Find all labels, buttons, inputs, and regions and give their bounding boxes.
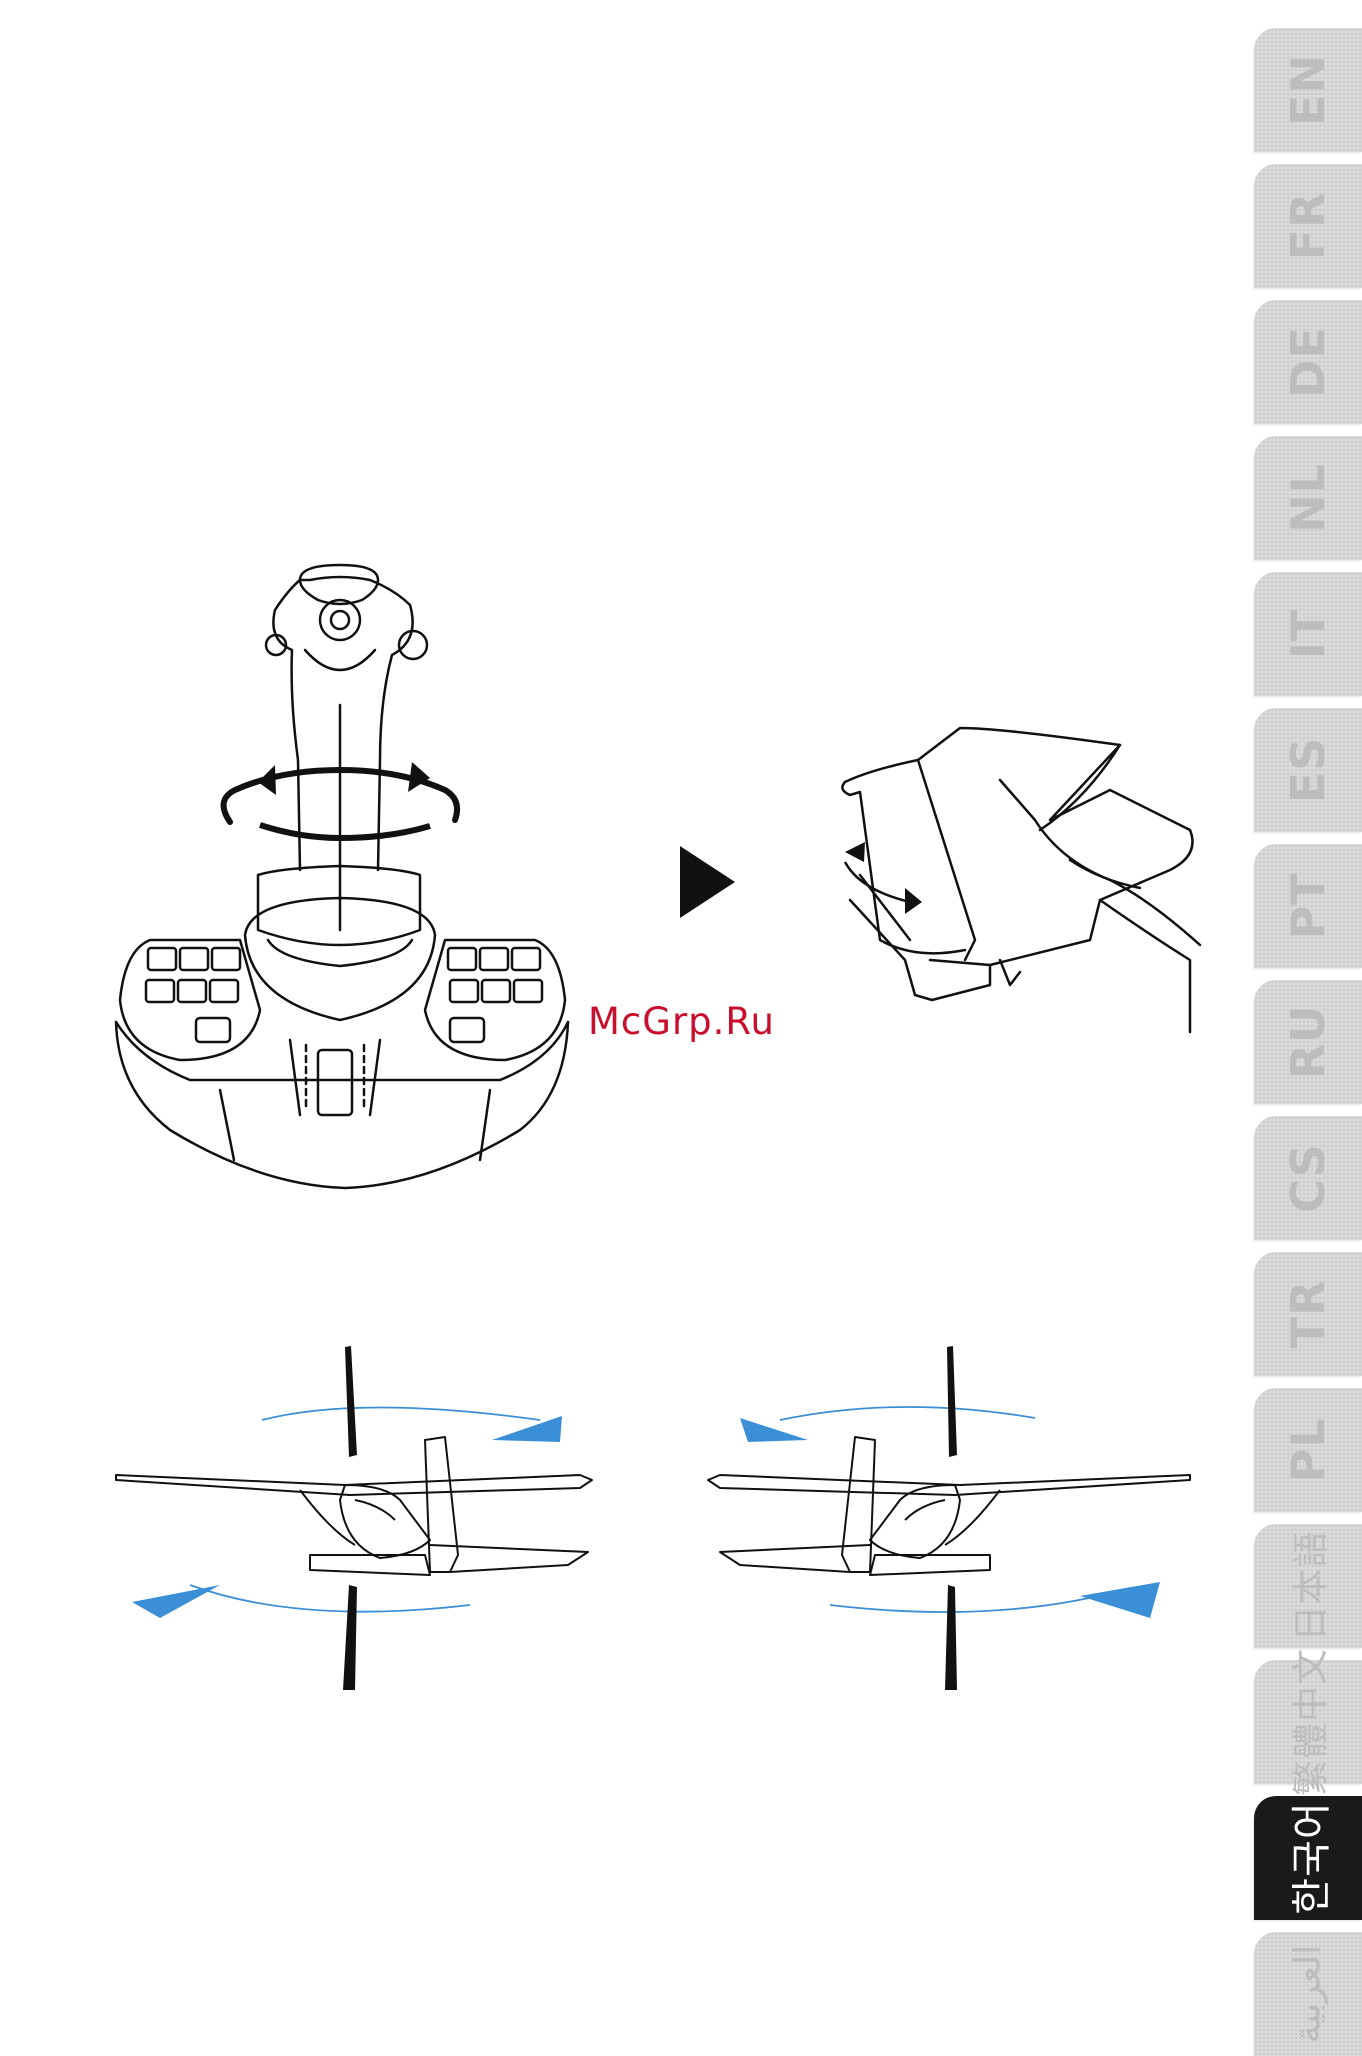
tab-label: IT bbox=[1281, 609, 1335, 660]
tab-label: 한국어 bbox=[1279, 1801, 1337, 1914]
tab-ru[interactable]: RU bbox=[1254, 980, 1362, 1104]
tab-label: FR bbox=[1281, 192, 1335, 261]
tab-fr[interactable]: FR bbox=[1254, 164, 1362, 288]
tab-pt[interactable]: PT bbox=[1254, 844, 1362, 968]
tab-label: PL bbox=[1281, 1417, 1335, 1482]
tab-ja[interactable]: 日本語 bbox=[1254, 1524, 1362, 1648]
tab-label: RU bbox=[1281, 1005, 1335, 1080]
tab-label: EN bbox=[1281, 54, 1335, 126]
play-arrow-icon bbox=[680, 846, 735, 918]
tab-label: NL bbox=[1281, 463, 1335, 533]
tab-de[interactable]: DE bbox=[1254, 300, 1362, 424]
tab-label: DE bbox=[1281, 326, 1335, 398]
tab-nl[interactable]: NL bbox=[1254, 436, 1362, 560]
tab-tr[interactable]: TR bbox=[1254, 1252, 1362, 1376]
tab-label: PT bbox=[1281, 872, 1335, 939]
tab-ar[interactable]: العربية bbox=[1254, 1932, 1362, 2056]
tab-label: ES bbox=[1281, 737, 1335, 804]
tab-label: 日本語 bbox=[1282, 1530, 1334, 1641]
language-tabs: EN FR DE NL IT ES PT RU CS TR PL 日本語 繁體中… bbox=[1250, 28, 1362, 2042]
tab-es[interactable]: ES bbox=[1254, 708, 1362, 832]
tab-label: TR bbox=[1281, 1280, 1335, 1349]
tab-label: العربية bbox=[1288, 1945, 1329, 2043]
tab-pl[interactable]: PL bbox=[1254, 1388, 1362, 1512]
watermark-text: McGrp.Ru bbox=[588, 1000, 775, 1043]
tab-en[interactable]: EN bbox=[1254, 28, 1362, 152]
tab-zh[interactable]: 繁體中文 bbox=[1254, 1660, 1362, 1784]
tab-label: 繁體中文 bbox=[1282, 1648, 1334, 1796]
tab-it[interactable]: IT bbox=[1254, 572, 1362, 696]
tab-cs[interactable]: CS bbox=[1254, 1116, 1362, 1240]
tab-ko[interactable]: 한국어 bbox=[1254, 1796, 1362, 1920]
tab-label: CS bbox=[1281, 1143, 1335, 1213]
